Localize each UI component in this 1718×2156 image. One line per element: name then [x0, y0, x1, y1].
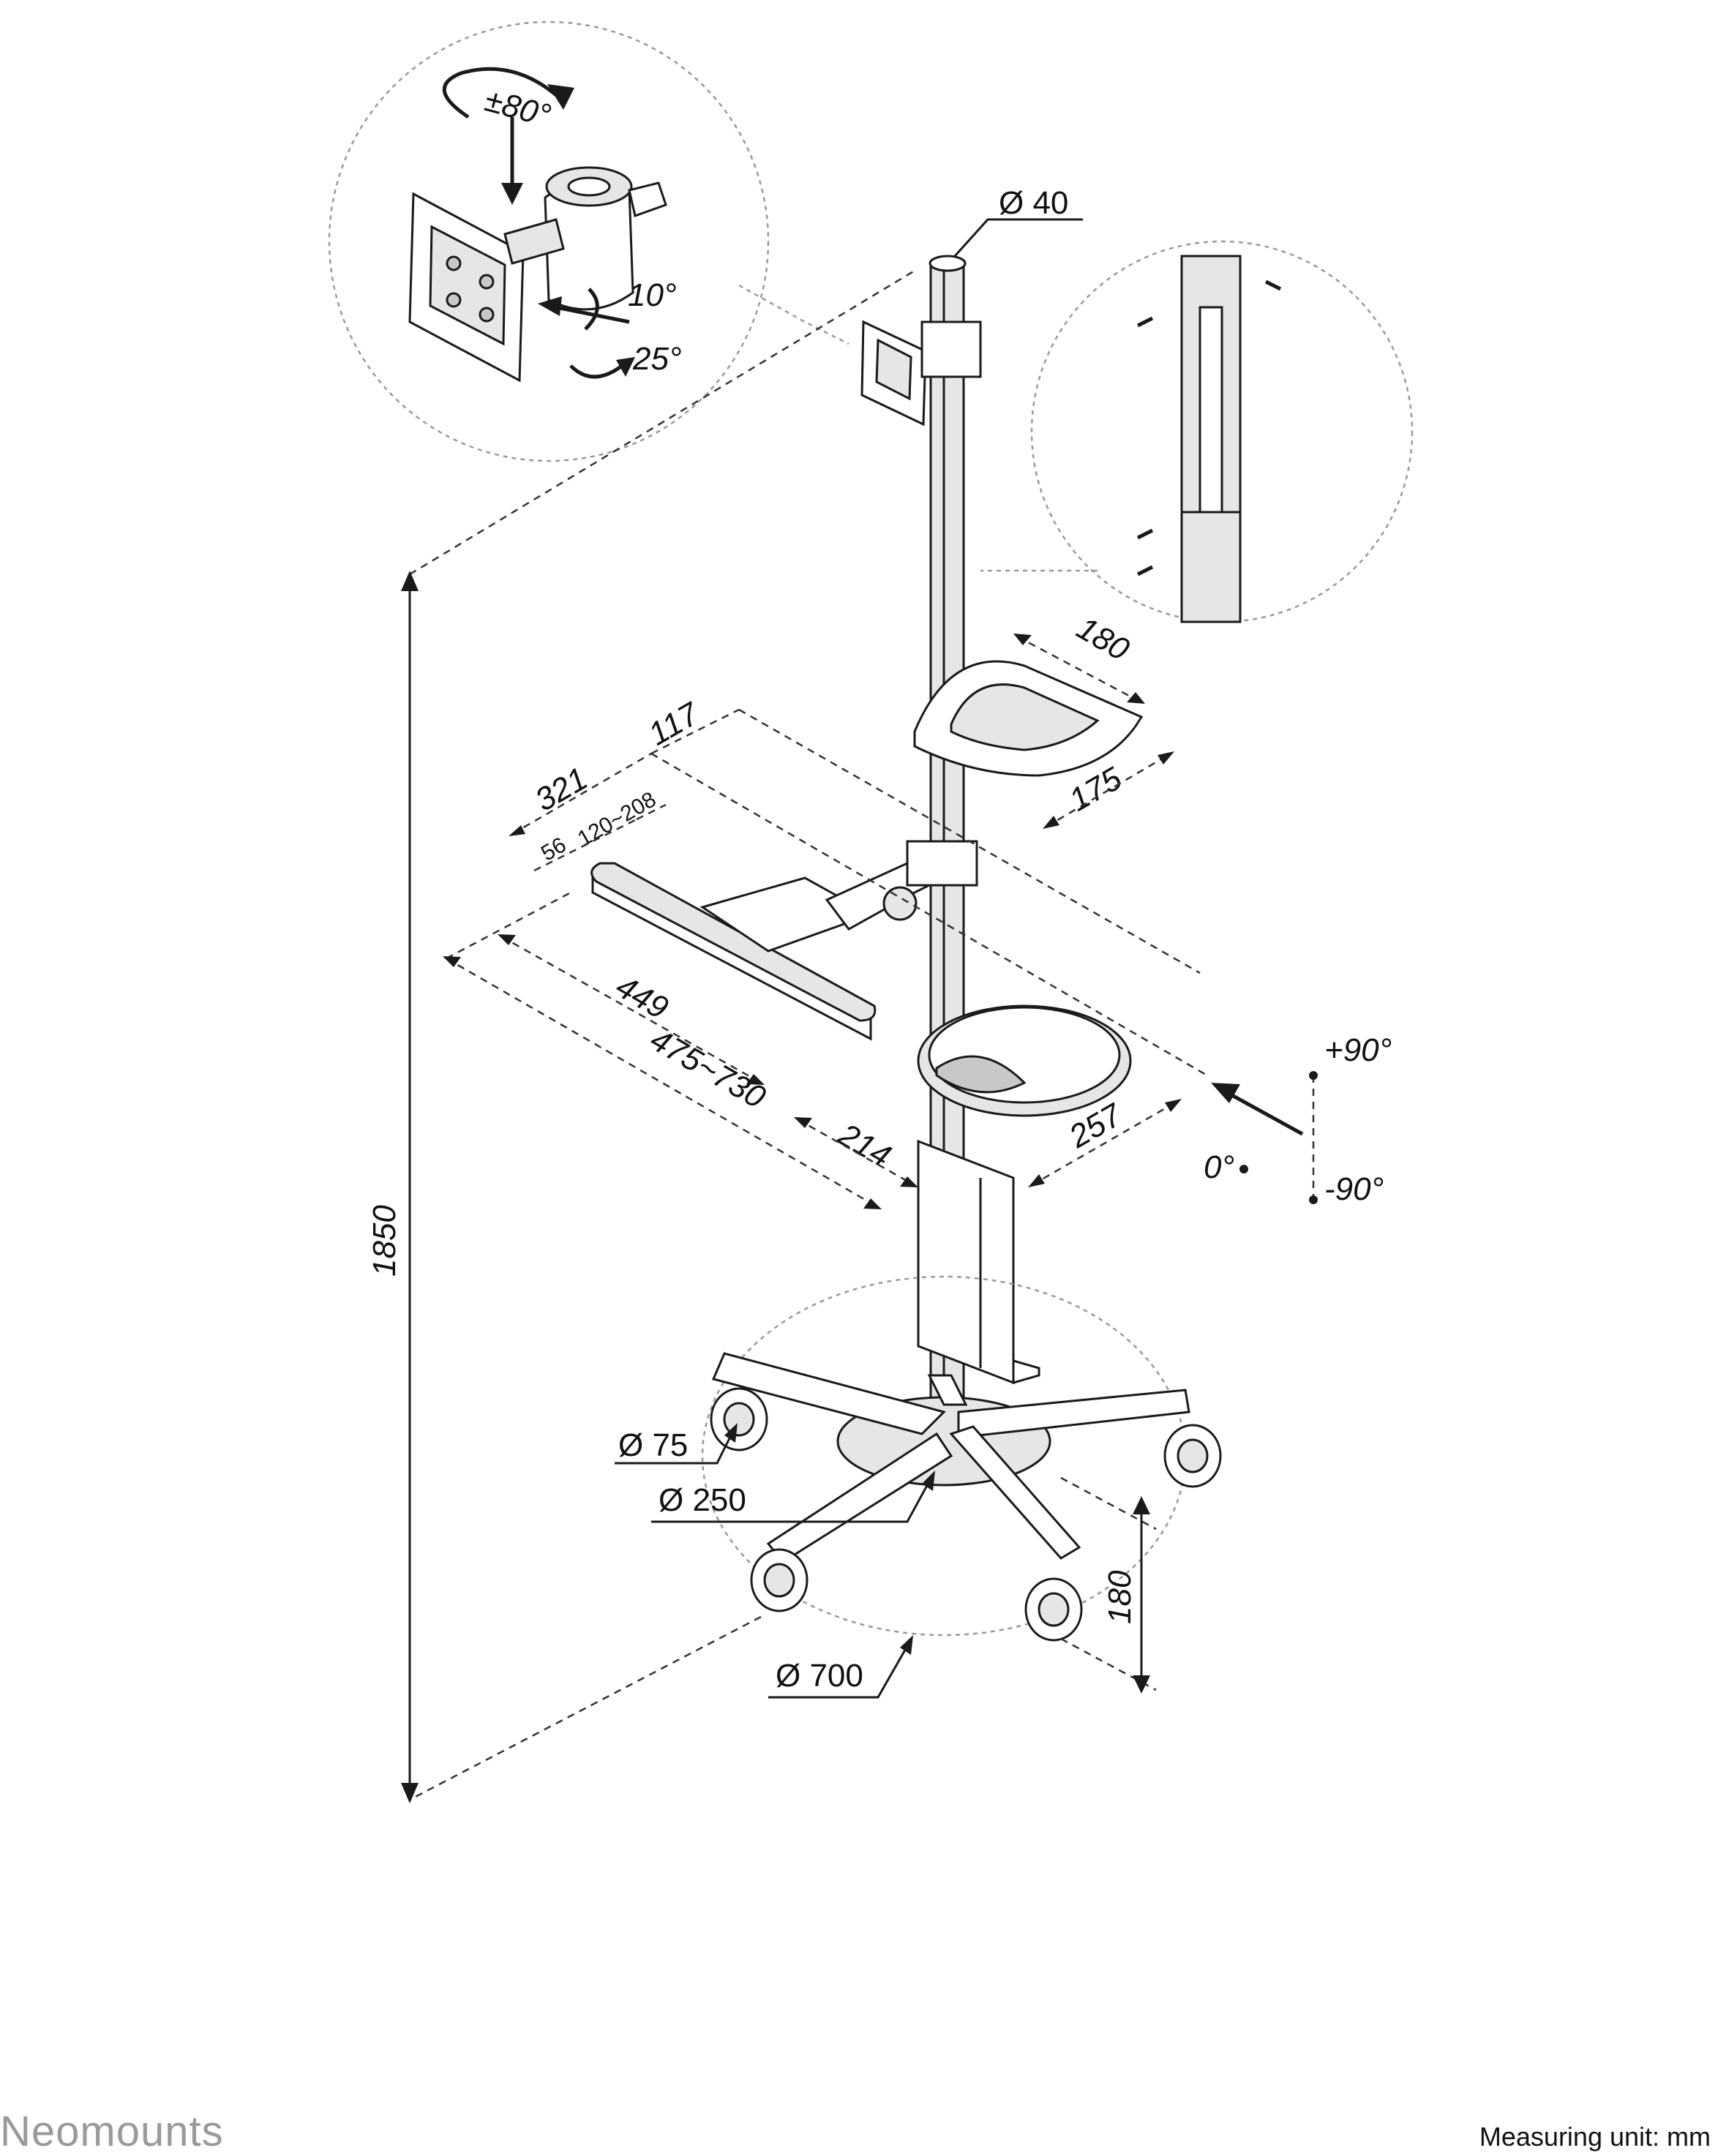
rotate-angle-label: 25°	[632, 341, 682, 377]
basket-width-label: 180	[1070, 610, 1136, 668]
wheel-diameter-label: Ø 75	[618, 1427, 688, 1463]
swivel-angle-label: ±80°	[481, 82, 554, 134]
keyboard-reach-label: 475~730	[644, 1021, 771, 1116]
base-diameter-label: Ø 700	[776, 1658, 863, 1694]
caster	[1024, 1577, 1083, 1642]
detail-bubble-head: ±80° 10° 25°	[328, 20, 849, 462]
keyboard-offset-label: 117	[642, 695, 706, 752]
keyboard-lip-label: 56	[537, 833, 570, 865]
caster	[710, 1387, 768, 1451]
cpu-holder	[917, 1139, 1040, 1385]
pole-diameter-label: Ø 40	[999, 185, 1068, 221]
tilt-angle-label: 10°	[628, 277, 677, 313]
base: Ø 75 Ø 250 Ø 700 180	[409, 1275, 1222, 1801]
rotation-zero-label: 0°	[1204, 1149, 1234, 1185]
keyboard-adjust-label: 120~208	[574, 787, 660, 851]
measuring-unit-note: Measuring unit: mm	[1479, 2122, 1711, 2152]
keyboard-width-label: 449	[609, 969, 674, 1026]
caster	[1163, 1424, 1222, 1488]
overall-height-dimension: 1850	[367, 269, 915, 1803]
overall-height-label: 1850	[367, 1205, 402, 1277]
detail-bubble-pole-joint	[980, 240, 1414, 623]
mouse-offset-label: 214	[832, 1116, 897, 1175]
rotation-minus-label: -90°	[1324, 1171, 1384, 1207]
hub-diameter-label: Ø 250	[659, 1482, 746, 1518]
keyboard-tray	[590, 840, 978, 1041]
caster	[750, 1548, 809, 1612]
base-height-label: 180	[1102, 1570, 1138, 1624]
tray-rotation-indicator: +90° 0° -90°	[1204, 1032, 1392, 1207]
keyboard-depth-label: 321	[529, 761, 593, 819]
rotation-plus-label: +90°	[1324, 1032, 1392, 1068]
mouse-tray: 214 257	[794, 1004, 1182, 1187]
brand-logo: Neomounts	[0, 2108, 224, 2155]
